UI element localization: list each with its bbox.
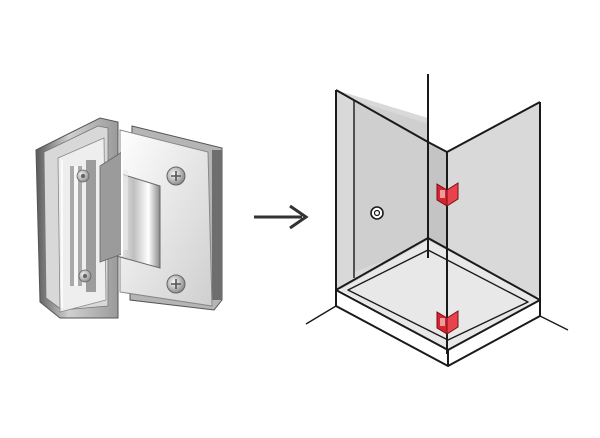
shower-tray-fill	[340, 240, 540, 350]
glass-hinge-icon	[35, 117, 223, 319]
arrow-right-icon	[254, 204, 309, 230]
hinge-marker-bottom	[436, 310, 459, 335]
return-top-edge	[427, 141, 448, 153]
floor-line-right	[539, 315, 569, 331]
shower-enclosure-diagram	[305, 74, 569, 367]
shower-tray-inner-rim	[347, 249, 529, 341]
shower-tray-front-left	[335, 290, 449, 367]
door-top-edge	[335, 89, 429, 143]
side-panel-top-edge	[446, 101, 541, 153]
hinge-marker-top	[436, 182, 459, 207]
floor-line-left	[305, 305, 337, 325]
